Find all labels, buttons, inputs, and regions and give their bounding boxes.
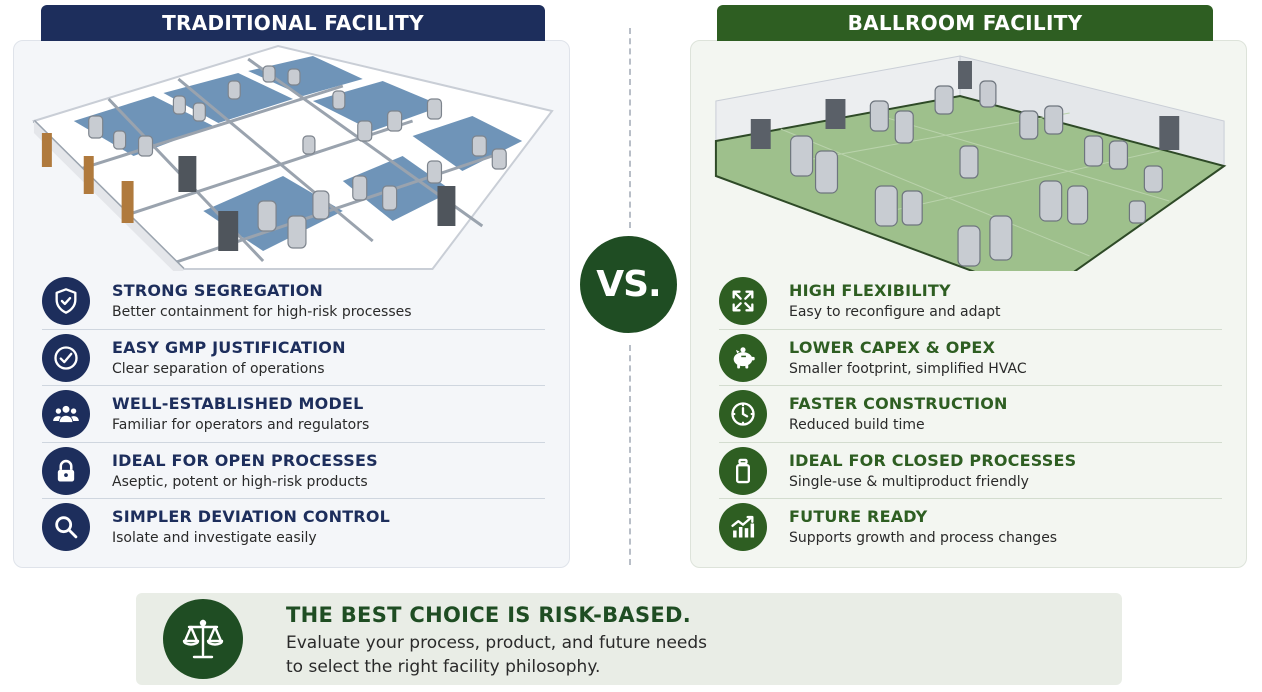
ballroom-feature-list: HIGH FLEXIBILITY Easy to reconfigure and… <box>719 273 1222 556</box>
feature-description: Reduced build time <box>789 417 925 433</box>
traditional-facility-illustration <box>14 41 569 271</box>
traditional-facility-header: TRADITIONAL FACILITY <box>41 5 545 41</box>
feature-title: FUTURE READY <box>789 507 928 526</box>
check-circle-icon <box>42 333 90 382</box>
piggy-bank-icon <box>719 333 767 382</box>
feature-ideal-for-open-processes: IDEAL FOR OPEN PROCESSES Aseptic, potent… <box>42 443 545 499</box>
feature-faster-construction: FASTER CONSTRUCTION Reduced build time <box>719 386 1222 443</box>
feature-lower-capex-opex: LOWER CAPEX & OPEX Smaller footprint, si… <box>719 330 1222 386</box>
feature-description: Single-use & multiproduct friendly <box>789 473 1029 490</box>
feature-title: IDEAL FOR OPEN PROCESSES <box>112 450 378 470</box>
ballroom-facility-panel: HIGH FLEXIBILITY Easy to reconfigure and… <box>690 40 1247 568</box>
bottle-icon <box>719 446 767 495</box>
divider-line-top <box>629 28 631 228</box>
feature-description: Better containment for high-risk process… <box>112 304 412 320</box>
feature-well-established-model: WELL-ESTABLISHED MODEL Familiar for oper… <box>42 386 545 443</box>
vs-badge: VS. <box>580 236 677 333</box>
feature-description: Isolate and investigate easily <box>112 530 317 546</box>
ballroom-facility-header: BALLROOM FACILITY <box>717 5 1213 41</box>
feature-title: HIGH FLEXIBILITY <box>789 281 951 300</box>
padlock-icon <box>42 446 90 495</box>
feature-future-ready: FUTURE READY Supports growth and process… <box>719 499 1222 556</box>
growth-chart-icon <box>719 503 767 551</box>
feature-title: SIMPLER DEVIATION CONTROL <box>112 507 391 526</box>
divider-line-bottom <box>629 345 631 565</box>
feature-description: Smaller footprint, simplified HVAC <box>789 360 1027 377</box>
banner-text-line-1: Evaluate your process, product, and futu… <box>286 633 708 653</box>
banner-title: THE BEST CHOICE IS RISK-BASED. <box>286 603 692 627</box>
feature-description: Easy to reconfigure and adapt <box>789 304 1001 320</box>
feature-simpler-deviation-control: SIMPLER DEVIATION CONTROL Isolate and in… <box>42 499 545 556</box>
feature-strong-segregation: STRONG SEGREGATION Better containment fo… <box>42 273 545 330</box>
feature-title: EASY GMP JUSTIFICATION <box>112 337 346 357</box>
traditional-feature-list: STRONG SEGREGATION Better containment fo… <box>42 273 545 556</box>
clock-icon <box>719 390 767 438</box>
ballroom-facility-illustration <box>691 41 1246 271</box>
shield-check-icon <box>42 277 90 325</box>
feature-easy-gmp-justification: EASY GMP JUSTIFICATION Clear separation … <box>42 330 545 386</box>
feature-description: Supports growth and process changes <box>789 530 1058 546</box>
traditional-facility-panel: STRONG SEGREGATION Better containment fo… <box>13 40 570 568</box>
risk-based-banner: THE BEST CHOICE IS RISK-BASED. Evaluate … <box>136 593 1122 685</box>
feature-title: IDEAL FOR CLOSED PROCESSES <box>789 450 1077 470</box>
feature-description: Aseptic, potent or high-risk products <box>112 473 368 490</box>
expand-arrows-icon <box>719 277 767 325</box>
feature-title: WELL-ESTABLISHED MODEL <box>112 394 364 413</box>
feature-ideal-for-closed-processes: IDEAL FOR CLOSED PROCESSES Single-use & … <box>719 443 1222 499</box>
people-group-icon <box>42 390 90 438</box>
feature-title: STRONG SEGREGATION <box>112 281 324 300</box>
feature-title: LOWER CAPEX & OPEX <box>789 337 996 357</box>
magnifier-icon <box>42 503 90 551</box>
banner-text-line-2: to select the right facility philosophy. <box>286 657 601 677</box>
feature-title: FASTER CONSTRUCTION <box>789 394 1008 413</box>
balance-scale-icon <box>163 599 243 679</box>
feature-high-flexibility: HIGH FLEXIBILITY Easy to reconfigure and… <box>719 273 1222 330</box>
feature-description: Familiar for operators and regulators <box>112 417 370 433</box>
feature-description: Clear separation of operations <box>112 360 325 377</box>
